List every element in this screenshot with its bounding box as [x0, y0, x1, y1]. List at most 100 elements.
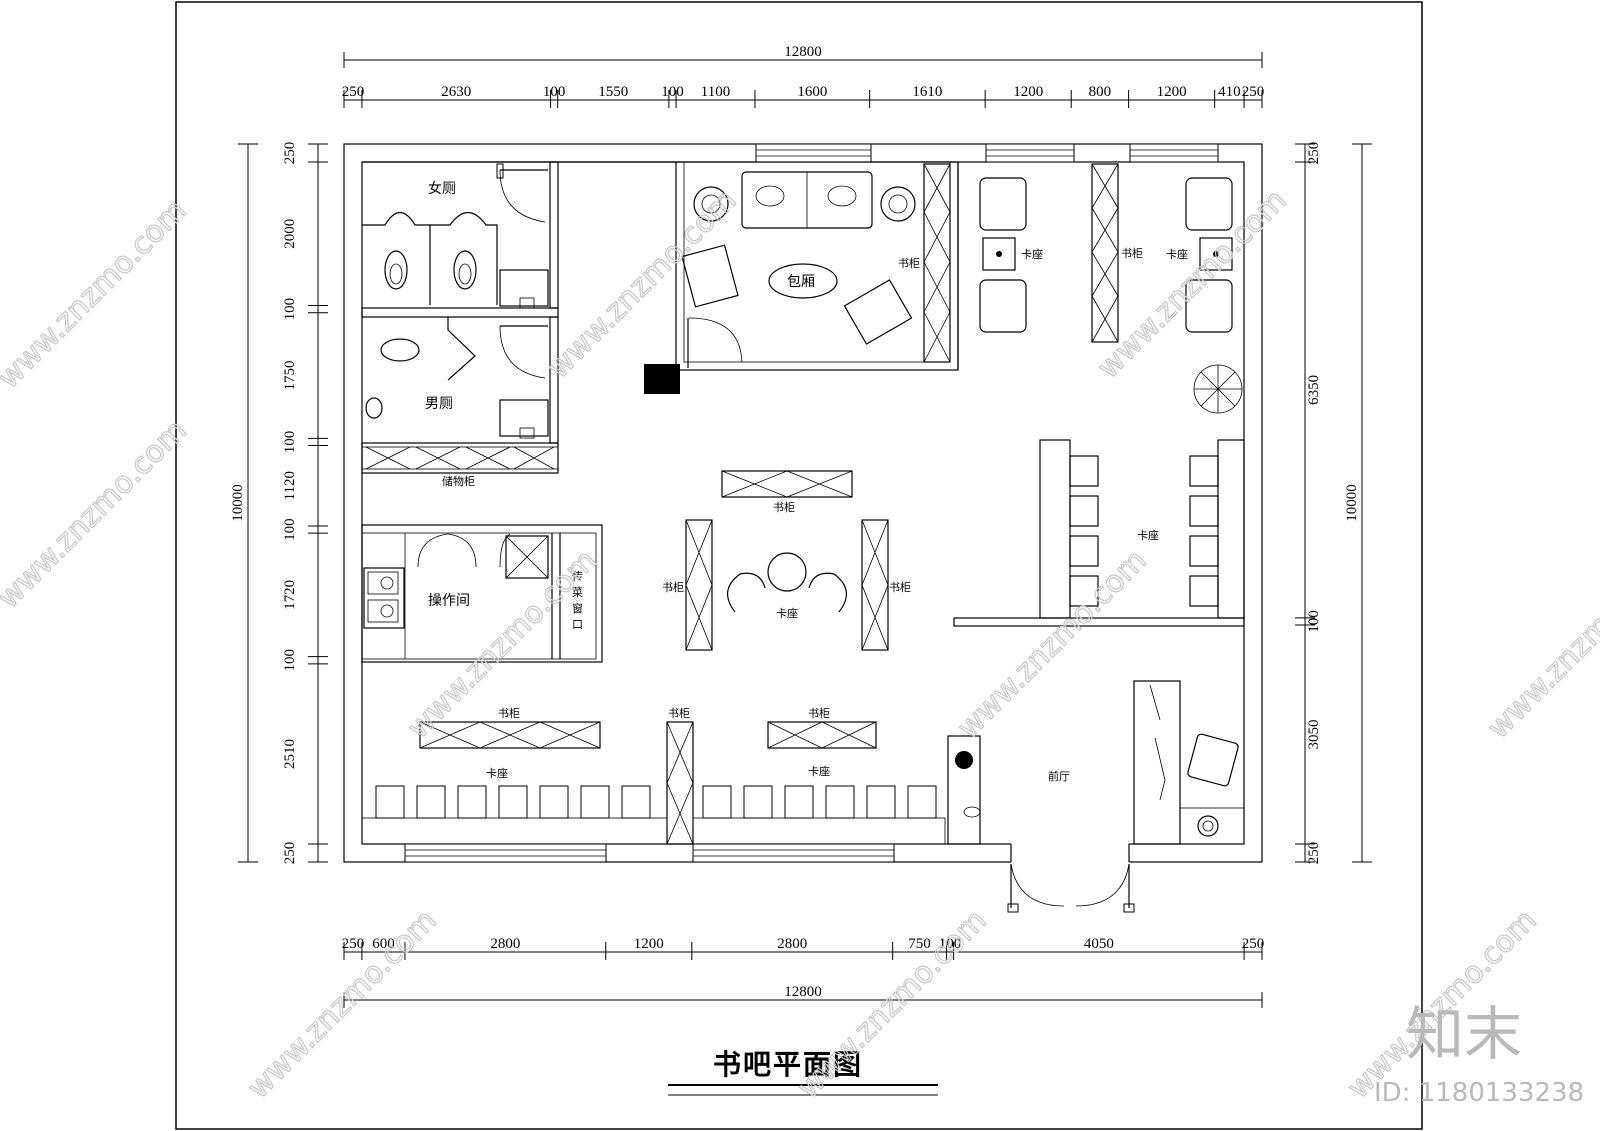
watermark-text: www.znzmo.com	[951, 543, 1154, 746]
dimension-text: 100	[939, 936, 962, 952]
watermark-text: www.znzmo.com	[241, 903, 444, 1106]
dimension-text: 410	[1218, 84, 1241, 100]
booth-seat	[702, 785, 732, 819]
label-serving-window-4: 口	[572, 618, 583, 631]
top-right-booths	[957, 162, 1243, 414]
reception-area	[947, 680, 1245, 913]
dimension-text: 100	[1306, 610, 1322, 633]
dimension-text: 10000	[1344, 484, 1360, 522]
booth-seat	[907, 785, 937, 819]
label-serving-window-3: 窗	[572, 601, 583, 615]
dimension-text: 100	[282, 518, 298, 541]
label-booth: 卡座	[776, 606, 798, 620]
dimension-text: 250	[282, 842, 298, 865]
operation-room	[361, 524, 603, 663]
watermark-text: www.znzmo.com	[791, 903, 994, 1106]
armchair-icon	[979, 177, 1233, 333]
dimension-text: 100	[282, 431, 298, 454]
dimension-text: 2630	[441, 84, 471, 100]
booth-seat-row	[375, 785, 937, 819]
booth-seat	[866, 785, 896, 819]
label-operation-room: 操作间	[428, 593, 470, 609]
label-booth: 卡座	[1137, 528, 1159, 542]
plan-title: 书吧平面图	[713, 1048, 863, 1081]
dimension-text: 1200	[1157, 84, 1187, 100]
dimension-text: 800	[1089, 84, 1112, 100]
label-serving-window-2: 菜	[572, 586, 583, 599]
label-bookcase: 书柜	[668, 707, 690, 720]
label-bookcase: 书柜	[662, 581, 684, 594]
room-labels: 女厕 男厕 储物柜 操作间 传 菜 窗 口 包厢 前厅 书柜 书柜 书柜 书柜 …	[425, 180, 1188, 783]
dimension-text: 250	[1306, 142, 1322, 165]
dimension-text: 1610	[912, 84, 942, 100]
booth-seat	[498, 785, 528, 819]
label-womens-toilet: 女厕	[428, 180, 456, 197]
label-mens-toilet: 男厕	[425, 396, 453, 412]
dimension-text: 100	[661, 84, 684, 100]
watermark-text: www.znzmo.com	[0, 413, 194, 616]
private-room	[644, 161, 959, 394]
label-booth: 卡座	[486, 766, 508, 780]
label-bookcase: 书柜	[808, 707, 830, 720]
toilet-block	[361, 161, 676, 474]
drawing-title: 书吧平面图	[668, 1048, 938, 1096]
dimension-text: 100	[543, 84, 566, 100]
dimension-text: 250	[342, 936, 365, 952]
dimension-text: 2510	[282, 739, 298, 769]
squat-toilet-icon	[384, 250, 477, 290]
dimension-text: 1200	[1013, 84, 1043, 100]
dimension-text: 2000	[282, 219, 298, 249]
dimension-text: 100	[282, 298, 298, 321]
dimension-text: 250	[342, 84, 365, 100]
dimension-text: 250	[1242, 936, 1265, 952]
dimension-text: 1720	[282, 580, 298, 610]
dimension-text: 250	[1242, 84, 1265, 100]
label-serving-window-1: 传	[572, 570, 583, 583]
center-area	[685, 470, 889, 651]
bar-stool-icon	[1069, 455, 1219, 607]
dimension-text: 10000	[230, 484, 246, 522]
label-bookcase: 书柜	[1121, 247, 1143, 260]
booth-seat	[825, 785, 855, 819]
bottom-booth-area	[361, 721, 946, 845]
dimension-text: 1550	[598, 84, 628, 100]
label-bookcase: 书柜	[773, 501, 795, 514]
dimension-text: 4050	[1084, 936, 1114, 952]
label-bookcase: 书柜	[889, 581, 911, 594]
booth-seat	[539, 785, 569, 819]
dimension-text: 1200	[634, 936, 664, 952]
dimension-text: 6350	[1306, 375, 1322, 405]
dimension-text: 12800	[784, 44, 822, 60]
dimension-text: 1100	[701, 84, 730, 100]
watermark-text: www.znzmo.com	[0, 193, 194, 396]
label-booth: 卡座	[1021, 247, 1043, 261]
booth-seat	[743, 785, 773, 819]
watermark-logo: 知末	[1406, 1000, 1522, 1068]
label-bookcase: 书柜	[498, 707, 520, 720]
watermark-text: www.znzmo.com	[1481, 543, 1600, 746]
label-booth: 卡座	[808, 764, 830, 778]
booth-seat	[621, 785, 651, 819]
dimension-text: 1120	[282, 471, 298, 500]
dimension-text: 2800	[777, 936, 807, 952]
dimension-text: 3050	[1306, 720, 1322, 750]
right-booth-area	[953, 439, 1245, 627]
dimension-text: 2800	[490, 936, 520, 952]
dimension-text: 250	[1306, 842, 1322, 865]
dimension-text: 12800	[784, 984, 822, 1000]
plant-icon	[1193, 364, 1243, 414]
label-booth: 卡座	[1166, 247, 1188, 261]
dimension-text: 1750	[282, 361, 298, 391]
dimension-text: 1600	[797, 84, 827, 100]
watermark-text: www.znzmo.com	[1091, 183, 1294, 386]
booth-seat	[416, 785, 446, 819]
dimension-lines: 12800 250 2630 100 1550 100 1100 1600 1610 1200 80…	[230, 44, 1372, 1008]
booth-seat	[375, 785, 405, 819]
watermark-id: ID: 1180133238	[1374, 1078, 1584, 1108]
watermark: www.znzmo.com www.znzmo.com www.znzmo.co…	[0, 182, 1600, 1108]
label-bookcase: 书柜	[898, 257, 920, 270]
booth-seat	[580, 785, 610, 819]
label-reception: 前厅	[1048, 769, 1070, 783]
label-private-room: 包厢	[787, 274, 815, 290]
